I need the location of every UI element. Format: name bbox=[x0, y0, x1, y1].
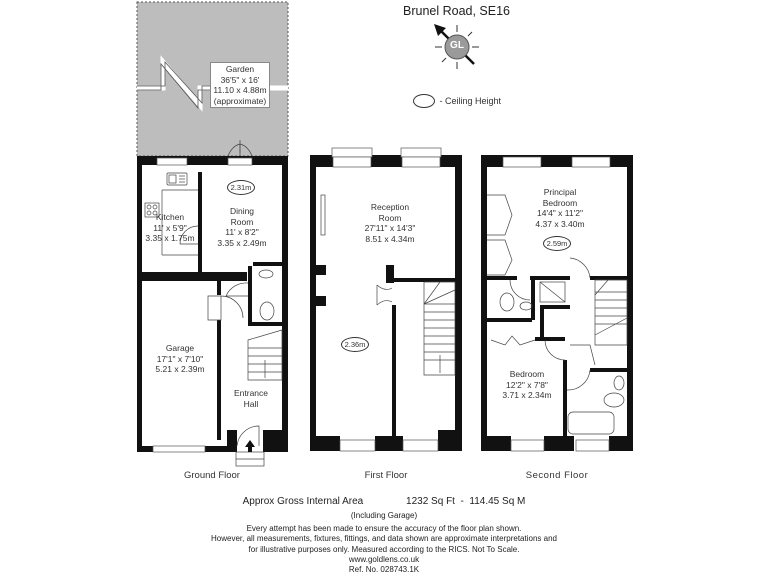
area-summary: Approx Gross Internal Area 1232 Sq Ft - … bbox=[0, 496, 768, 507]
garden-name: Garden bbox=[225, 64, 255, 74]
reception-room-label: Reception Room 27'11" x 14'3" 8.51 x 4.3… bbox=[350, 202, 430, 244]
dining-name-1: Dining bbox=[229, 206, 255, 216]
disclaimer-line-2: However, all measurements, fixtures, fit… bbox=[211, 534, 557, 544]
hall-name-2: Hall bbox=[243, 398, 259, 409]
garden-label: Garden 36'5" x 16' 11.10 x 4.88m (approx… bbox=[210, 62, 270, 108]
ceiling-height-ground: 2.31m bbox=[227, 180, 255, 195]
garage-imperial: 17'1" x 7'10" bbox=[156, 353, 204, 364]
garden-note: (approximate) bbox=[213, 95, 267, 106]
principal-name-1: Principal bbox=[543, 187, 577, 197]
compass-label: GL bbox=[450, 40, 464, 51]
legend-label: - Ceiling Height bbox=[439, 95, 501, 106]
ground-floor-walls bbox=[137, 156, 288, 452]
entrance-hall-label: Entrance Hall bbox=[226, 388, 276, 409]
reception-imperial: 27'11" x 14'3" bbox=[364, 223, 416, 233]
bedroom-metric: 3.71 x 2.34m bbox=[502, 390, 552, 400]
second-floor-title: Second Floor bbox=[525, 470, 589, 481]
hall-name-1: Entrance bbox=[233, 388, 269, 398]
kitchen-metric: 3.35 x 1.75m bbox=[145, 233, 195, 243]
principal-name-2: Bedroom bbox=[542, 197, 578, 208]
principal-bedroom-label: Principal Bedroom 14'4" x 11'2" 4.37 x 3… bbox=[520, 187, 600, 229]
area-note: (Including Garage) bbox=[350, 511, 418, 520]
dining-room-label: Dining Room 11' x 8'2" 3.35 x 2.49m bbox=[212, 206, 272, 248]
reception-name-1: Reception bbox=[370, 202, 410, 212]
first-floor-walls bbox=[310, 155, 462, 451]
ground-floor-title: Ground Floor bbox=[184, 470, 240, 481]
address-title: Brunel Road, SE16 bbox=[403, 4, 511, 18]
ceiling-height-legend: - Ceiling Height bbox=[413, 92, 501, 110]
garage-label: Garage 17'1" x 7'10" 5.21 x 2.39m bbox=[146, 343, 214, 375]
first-floor-title: First Floor bbox=[364, 470, 408, 481]
bedroom-label: Bedroom 12'2" x 7'8" 3.71 x 2.34m bbox=[492, 369, 562, 401]
ceiling-height-second: 2.59m bbox=[543, 236, 571, 251]
ceiling-height-first: 2.36m bbox=[341, 337, 369, 352]
principal-imperial: 14'4" x 11'2" bbox=[537, 208, 583, 218]
dining-name-2: Room bbox=[230, 216, 254, 227]
area-label: Approx Gross Internal Area bbox=[242, 496, 364, 507]
ceiling-height-oval-icon bbox=[413, 93, 435, 108]
dining-imperial: 11' x 8'2" bbox=[225, 227, 259, 237]
garden-metric: 11.10 x 4.88m bbox=[213, 85, 267, 95]
garage-metric: 5.21 x 2.39m bbox=[155, 364, 205, 374]
reference-number: Ref. No. 028743.1K bbox=[348, 565, 420, 575]
disclaimer-line-1: Every attempt has been made to ensure th… bbox=[246, 524, 522, 533]
bedroom-name: Bedroom bbox=[509, 369, 545, 379]
kitchen-imperial: 11' x 5'9" bbox=[153, 222, 187, 233]
compass-icon: GL bbox=[432, 22, 482, 72]
bedroom-imperial: 12'2" x 7'8" bbox=[506, 379, 548, 390]
garage-name: Garage bbox=[165, 343, 195, 353]
kitchen-name: Kitchen bbox=[155, 212, 185, 222]
garden-imperial: 36'5" x 16' bbox=[220, 74, 260, 85]
reception-name-2: Room bbox=[378, 212, 402, 223]
principal-metric: 4.37 x 3.40m bbox=[535, 218, 585, 229]
disclaimer: Every attempt has been made to ensure th… bbox=[0, 524, 768, 575]
dining-metric: 3.35 x 2.49m bbox=[217, 237, 267, 248]
website: www.goldlens.co.uk bbox=[348, 554, 420, 564]
area-value: 1232 Sq Ft - 114.45 Sq M bbox=[406, 496, 526, 507]
kitchen-label: Kitchen 11' x 5'9" 3.35 x 1.75m bbox=[140, 212, 200, 244]
disclaimer-line-3: for illustrative purposes only. Measured… bbox=[248, 544, 520, 554]
reception-metric: 8.51 x 4.34m bbox=[365, 233, 415, 244]
